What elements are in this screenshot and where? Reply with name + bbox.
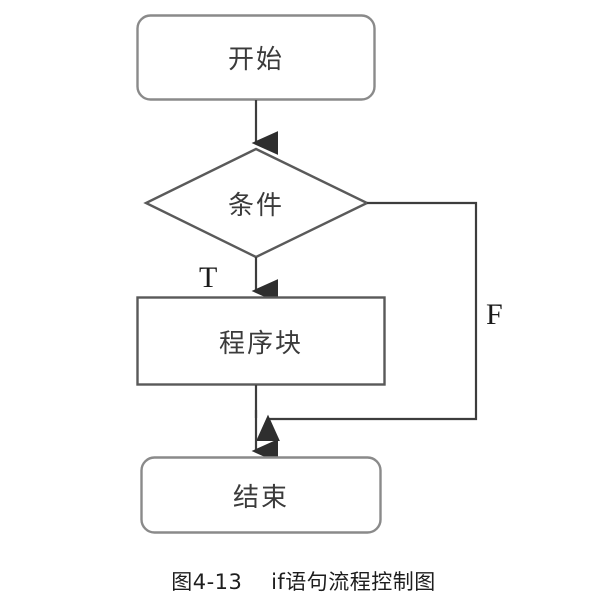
node-condition-shape[interactable] [143, 147, 370, 259]
node-end-shape[interactable] [140, 456, 382, 534]
node-process-shape[interactable] [136, 296, 386, 386]
edge-condition-false [256, 201, 478, 441]
figure-caption: 图4-13 if语句流程控制图 [171, 570, 436, 594]
node-start-shape[interactable] [136, 14, 376, 101]
